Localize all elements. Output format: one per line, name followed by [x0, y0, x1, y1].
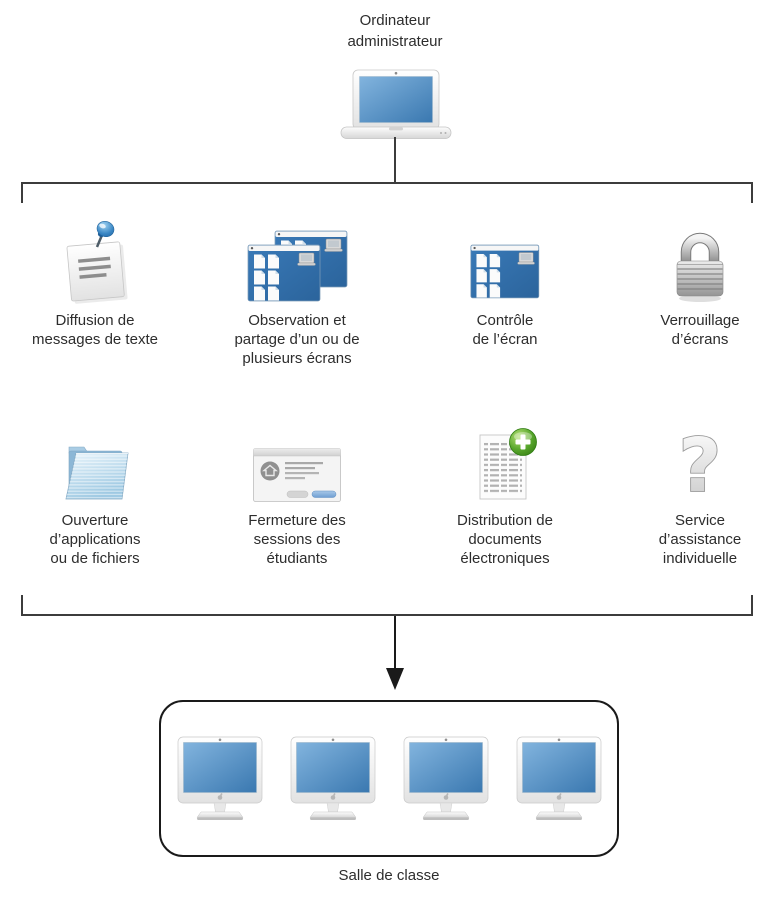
classroom-box [159, 700, 619, 857]
feature-help-service: ? Service d’assistance individuelle [655, 424, 745, 568]
svg-text:?: ? [679, 426, 722, 504]
connector-root-vertical [394, 137, 396, 183]
laptop-icon [340, 68, 452, 140]
feature-label: Service d’assistance individuelle [658, 512, 742, 567]
padlock-icon [650, 218, 750, 304]
dual-screens-icon [227, 218, 367, 304]
feature-open-items: Ouverture d’applications ou de fichiers [45, 424, 145, 568]
document-plus-icon [457, 424, 553, 504]
pinned-note-icon [29, 218, 161, 304]
feature-lock-screens: Verrouillage d’écrans [650, 218, 750, 349]
arrow-head-icon [386, 668, 404, 690]
feature-logout-students: Fermeture des sessions des étudiants [243, 424, 351, 568]
feature-observe-share: Observation et partage d’un ou de plusie… [227, 218, 367, 368]
feature-label: Verrouillage d’écrans [660, 312, 740, 348]
feature-label: Diffusion de messages de texte [32, 312, 158, 348]
feature-label: Contrôle de l’écran [472, 312, 538, 348]
feature-label: Observation et partage d’un ou de plusie… [234, 312, 360, 367]
classroom-label: Salle de classe [338, 867, 440, 884]
feature-label: Distribution de documents électroniques [457, 512, 553, 567]
imac-icon [403, 736, 488, 820]
connector-top-right-drop [751, 182, 753, 203]
logout-dialog-icon [243, 424, 351, 504]
question-mark-icon: ? [655, 424, 745, 504]
screen-icon [469, 218, 541, 304]
feature-control-screen: Contrôle de l’écran [469, 218, 541, 349]
connector-bottom-horizontal [21, 614, 753, 616]
connector-top-left-drop [21, 182, 23, 203]
feature-label: Fermeture des sessions des étudiants [248, 512, 346, 567]
arrow-shaft [394, 616, 396, 670]
imac-icon [177, 736, 262, 820]
connector-bottom-right-rise [751, 595, 753, 616]
admin-computer-label: Ordinateur administrateur [347, 12, 443, 50]
imac-icon [290, 736, 375, 820]
folder-icon [45, 424, 145, 504]
connector-top-horizontal [21, 182, 753, 184]
feature-label: Ouverture d’applications ou de fichiers [49, 512, 141, 567]
connector-bottom-left-rise [21, 595, 23, 616]
imac-icon [516, 736, 601, 820]
feature-text-messages: Diffusion de messages de texte [29, 218, 161, 349]
feature-distribute-docs: Distribution de documents électroniques [457, 424, 553, 568]
